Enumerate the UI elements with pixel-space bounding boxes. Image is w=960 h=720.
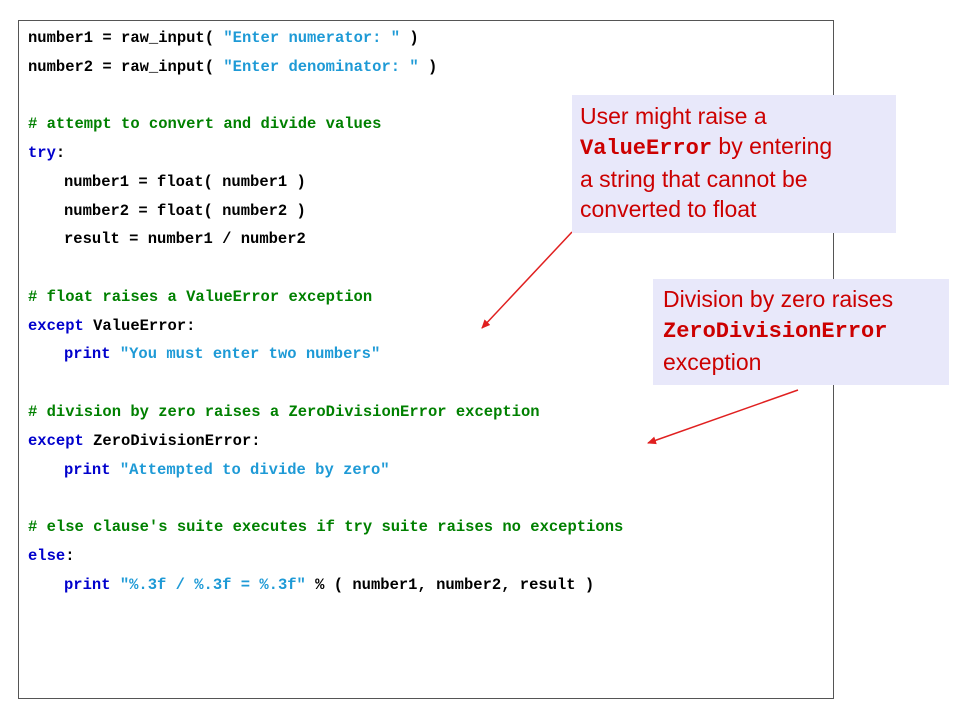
string-literal: "Enter denominator: " <box>223 58 419 76</box>
callout-text: ValueError by entering <box>580 133 833 161</box>
code-line-print-3: print "%.3f / %.3f = %.3f" % ( number1, … <box>64 576 595 594</box>
code-comment: # division by zero raises a ZeroDivision… <box>28 403 540 421</box>
keyword: print <box>64 461 111 479</box>
code-comment: # attempt to convert and divide values <box>28 115 382 133</box>
string-literal: "Enter numerator: " <box>223 29 401 47</box>
code-line-else: else: <box>28 547 75 565</box>
callout-text: converted to float <box>580 196 757 222</box>
keyword: else <box>28 547 66 565</box>
code-line-try: try: <box>28 144 66 162</box>
code-comment: # float raises a ValueError exception <box>28 288 373 306</box>
arrow-to-except-valueerror <box>481 231 573 329</box>
keyword: print <box>64 576 111 594</box>
code-line-except-valueerror: except ValueError: <box>28 317 196 335</box>
string-literal: "Attempted to divide by zero" <box>119 461 390 479</box>
code-line-except-zerodiv: except ZeroDivisionError: <box>28 432 261 450</box>
code-line-convert-1: number1 = float( number1 ) <box>64 173 306 191</box>
callout-code: ZeroDivisionError <box>663 319 888 344</box>
callout-code: ValueError <box>580 136 713 161</box>
keyword: print <box>64 345 111 363</box>
code-line-print-1: print "You must enter two numbers" <box>64 345 380 363</box>
code-line-print-2: print "Attempted to divide by zero" <box>64 461 390 479</box>
keyword: try <box>28 144 56 162</box>
code-line-convert-2: number2 = float( number2 ) <box>64 202 306 220</box>
keyword: except <box>28 317 84 335</box>
code-line-1: number1 = raw_input( "Enter numerator: "… <box>28 29 419 47</box>
callout-zerodivision-note: Division by zero raises ZeroDivisionErro… <box>653 279 949 385</box>
callout-text: a string that cannot be <box>580 166 808 192</box>
callout-text: Division by zero raises <box>663 286 894 312</box>
code-line-2: number2 = raw_input( "Enter denominator:… <box>28 58 438 76</box>
code-comment: # else clause's suite executes if try su… <box>28 518 624 536</box>
callout-text: exception <box>663 349 762 375</box>
string-literal: "You must enter two numbers" <box>119 345 381 363</box>
code-line-divide: result = number1 / number2 <box>64 230 306 248</box>
callout-valueerror-note: User might raise a ValueError by enterin… <box>572 95 896 233</box>
keyword: except <box>28 432 84 450</box>
arrow-to-except-zerodiv <box>647 389 799 445</box>
string-literal: "%.3f / %.3f = %.3f" <box>119 576 306 594</box>
callout-text: User might raise a <box>580 103 767 129</box>
